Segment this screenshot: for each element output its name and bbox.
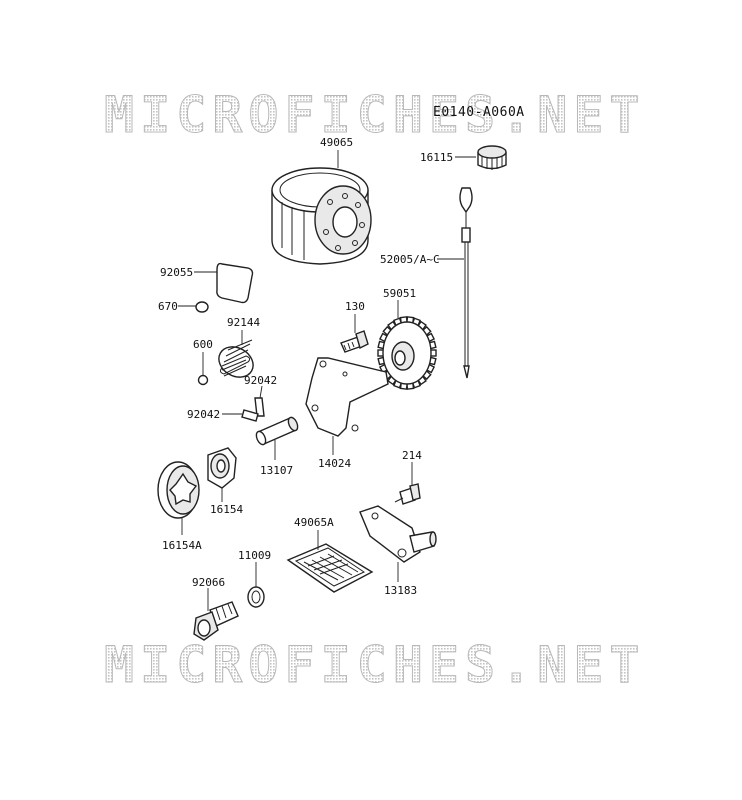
label-59051: 59051 [383, 287, 416, 300]
outer-rotor-16154A [157, 461, 200, 519]
washer-11009 [247, 586, 265, 608]
dipstick-52005 [459, 187, 473, 379]
diagram-code: E0140-A060A [433, 105, 525, 120]
oil-filter-49065 [271, 167, 372, 265]
label-130: 130 [345, 300, 365, 313]
label-52005: 52005/A~C [380, 253, 440, 266]
label-92042-upper: 92042 [244, 374, 277, 387]
drain-plug-92066 [193, 601, 239, 641]
leader-92042-upper [259, 385, 263, 399]
bolt-130 [340, 330, 369, 353]
strainer-49065A [286, 543, 374, 593]
label-670: 670 [158, 300, 178, 313]
label-16154A: 16154A [162, 539, 202, 552]
gear-59051 [377, 316, 437, 390]
label-49065A: 49065A [294, 516, 334, 529]
pump-cover-14024 [305, 357, 389, 437]
label-49065: 49065 [320, 136, 353, 149]
label-14024: 14024 [318, 457, 351, 470]
label-13107: 13107 [260, 464, 293, 477]
filler-cap-16115 [477, 145, 507, 170]
bolt-214 [394, 483, 421, 505]
label-214: 214 [402, 449, 422, 462]
plate-13183 [359, 505, 437, 563]
label-92055: 92055 [160, 266, 193, 279]
inner-rotor-16154 [207, 447, 237, 489]
label-16154: 16154 [210, 503, 243, 516]
watermark-top: MICROFICHES.NET [104, 86, 646, 144]
gasket-92055 [216, 262, 254, 304]
label-92042-lower: 92042 [187, 408, 220, 421]
label-13183: 13183 [384, 584, 417, 597]
label-16115: 16115 [420, 151, 453, 164]
label-92144: 92144 [227, 316, 260, 329]
pin-92042-lower [241, 409, 259, 422]
pin-92042-upper [254, 397, 265, 417]
label-92066: 92066 [192, 576, 225, 589]
label-11009: 11009 [238, 549, 271, 562]
label-600: 600 [193, 338, 213, 351]
spring-92144 [218, 339, 254, 378]
shaft-13107 [255, 416, 299, 446]
ball-600 [197, 374, 209, 386]
o-ring-670 [195, 301, 209, 313]
watermark-bottom: MICROFICHES.NET [104, 636, 646, 694]
